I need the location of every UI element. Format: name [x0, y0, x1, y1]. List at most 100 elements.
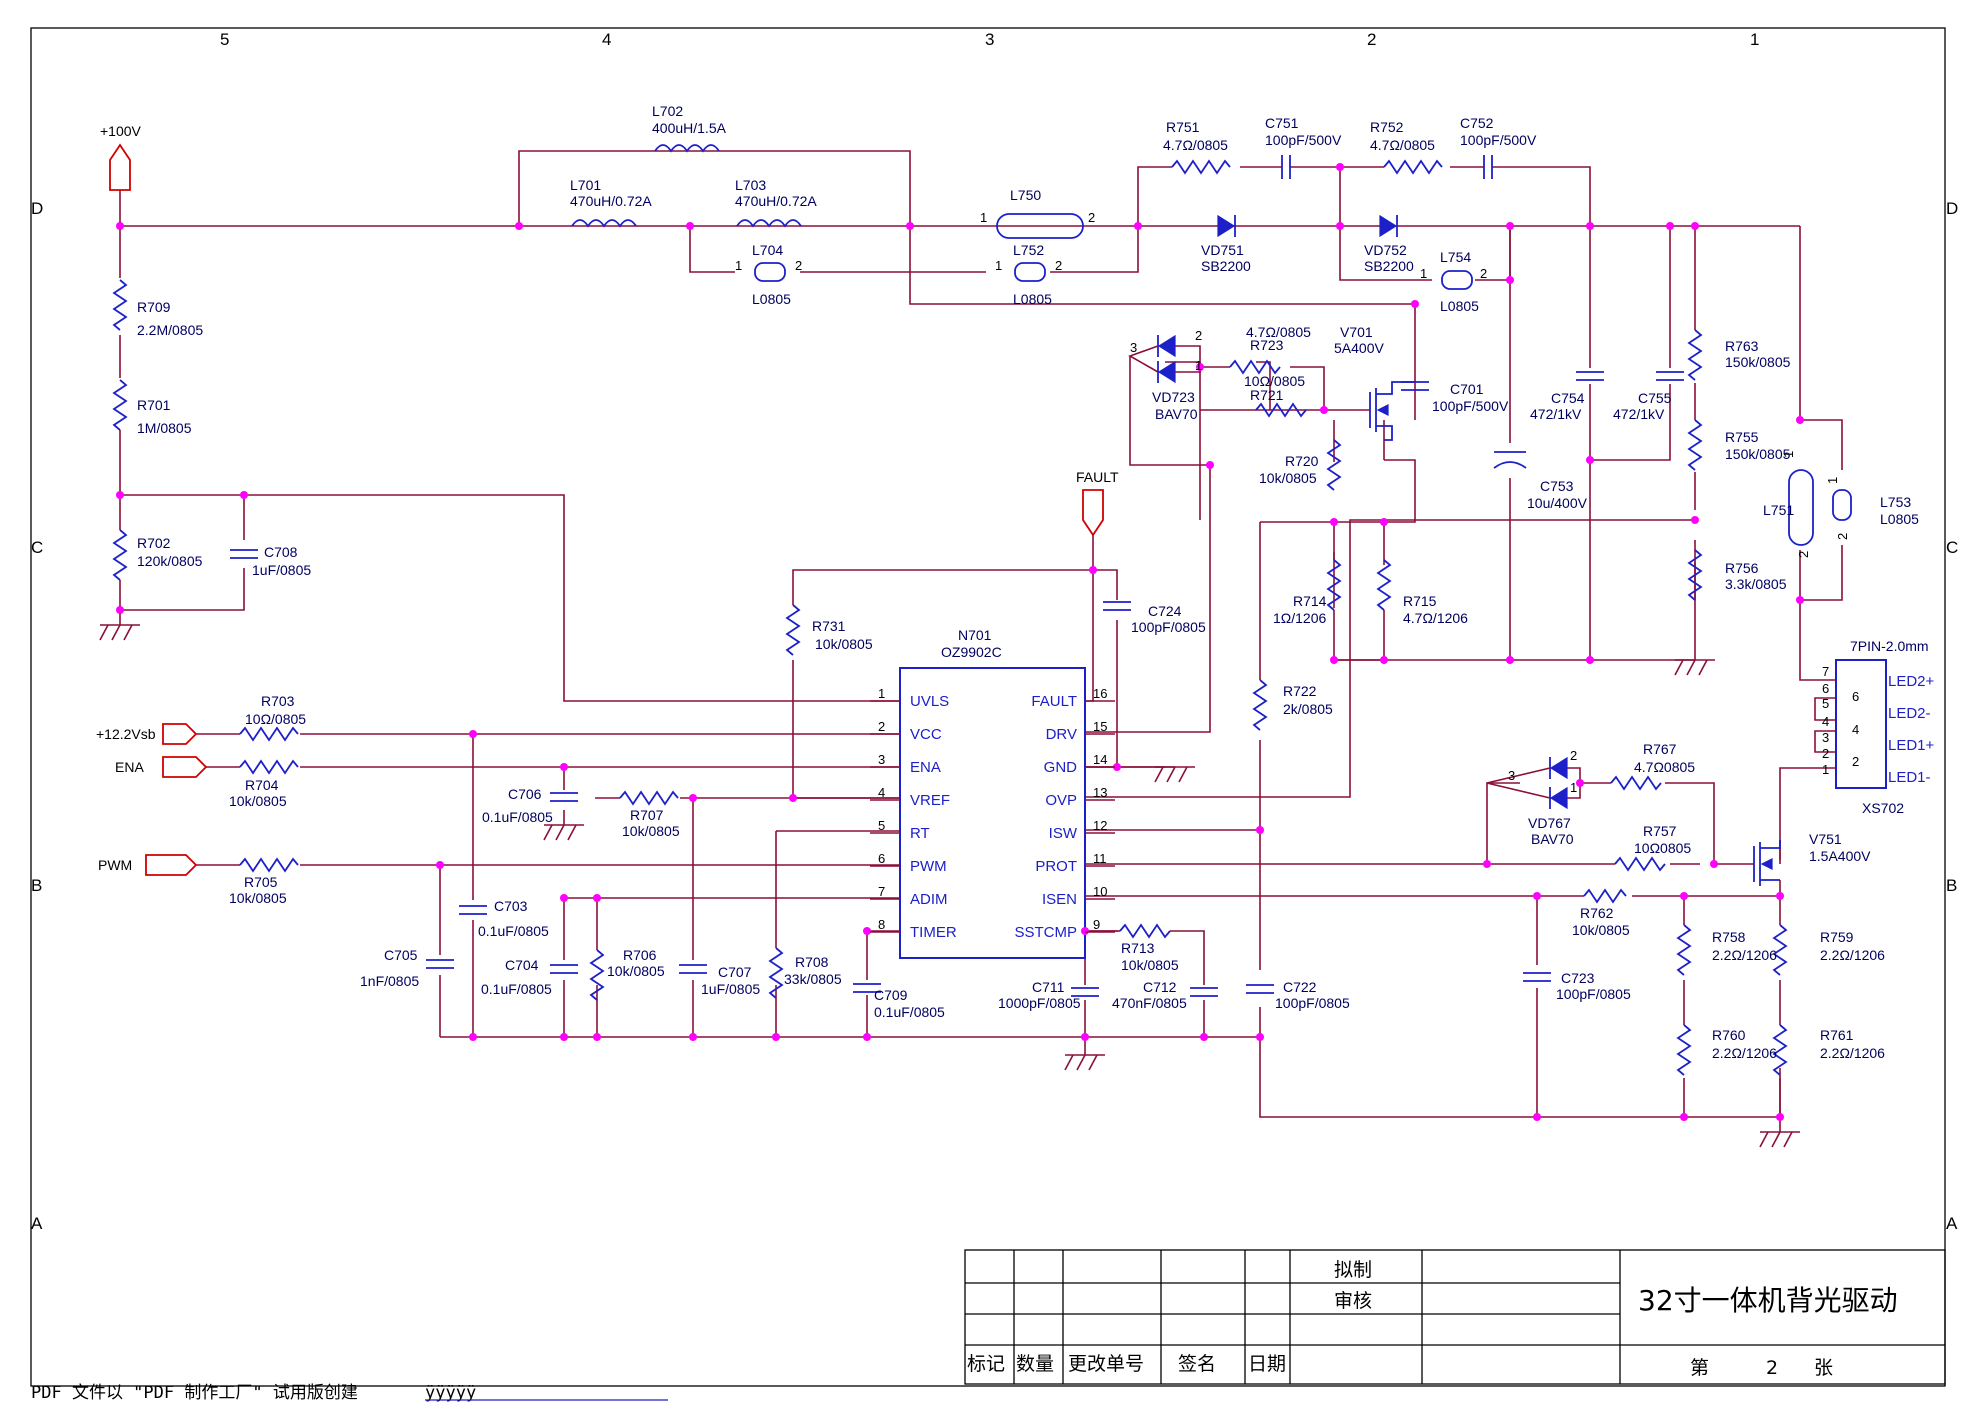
svg-text:L704: L704	[752, 242, 783, 258]
ic-pin-name: VCC	[910, 726, 942, 743]
svg-text:10Ω0805: 10Ω0805	[1634, 840, 1691, 856]
ic-pin-number: 3	[878, 752, 885, 767]
svg-text:4: 4	[1852, 722, 1859, 737]
svg-text:472/1kV: 472/1kV	[1613, 406, 1665, 422]
svg-text:L0805: L0805	[1013, 291, 1052, 307]
l754-bead	[1441, 270, 1473, 290]
svg-text:VD767: VD767	[1528, 815, 1571, 831]
l703-coil	[736, 219, 802, 228]
diode-vd752	[1379, 214, 1398, 238]
r751-body	[1171, 159, 1231, 175]
r702-body	[112, 529, 128, 581]
svg-text:100pF/500V: 100pF/500V	[1265, 132, 1342, 148]
svg-text:R705: R705	[244, 874, 278, 890]
svg-text:L701: L701	[570, 177, 601, 193]
svg-text:6: 6	[1852, 689, 1859, 704]
l752-bead	[1014, 262, 1046, 282]
ic-pin-rt: 5 RT	[870, 818, 930, 842]
svg-text:SB2200: SB2200	[1364, 258, 1414, 274]
svg-text:1.5A400V: 1.5A400V	[1809, 848, 1871, 864]
svg-text:5: 5	[1822, 696, 1829, 711]
svg-text:R759: R759	[1820, 929, 1854, 945]
svg-text:L0805: L0805	[1440, 298, 1479, 314]
ic-n701-body	[899, 667, 1086, 959]
svg-text:C752: C752	[1460, 115, 1494, 131]
ic-pin-number: 12	[1093, 818, 1107, 833]
ic-pin-name: PWM	[910, 858, 947, 875]
r706-body	[589, 949, 605, 1001]
svg-text:R731: R731	[812, 618, 846, 634]
svg-text:1uF/0805: 1uF/0805	[252, 562, 311, 578]
svg-text:R758: R758	[1712, 929, 1746, 945]
ic-pin-name: ISEN	[1042, 891, 1077, 908]
svg-text:R709: R709	[137, 299, 171, 315]
svg-text:BAV70: BAV70	[1155, 406, 1198, 422]
tb-draft: 拟制	[1334, 1259, 1372, 1281]
r767-body	[1610, 775, 1662, 791]
r713-body	[1119, 923, 1171, 939]
r720-body	[1326, 439, 1342, 491]
svg-text:150k/0805: 150k/0805	[1725, 446, 1791, 462]
ic-pin-name: OVP	[1045, 792, 1077, 809]
connector-labels: 7PIN-2.0mm XS702 6 4 2 7 6 5 4 3 2 1 LED…	[1822, 638, 1935, 816]
svg-text:4.7Ω/0805: 4.7Ω/0805	[1370, 137, 1435, 153]
cap-c752	[1483, 155, 1493, 179]
r701-body	[112, 379, 128, 431]
ic-pin-number: 9	[1093, 917, 1100, 932]
svg-text:470uH/0.72A: 470uH/0.72A	[735, 193, 817, 209]
svg-text:C707: C707	[718, 964, 752, 980]
svg-text:0.1uF/0805: 0.1uF/0805	[478, 923, 549, 939]
svg-text:C755: C755	[1638, 390, 1672, 406]
svg-text:4.7Ω/0805: 4.7Ω/0805	[1163, 137, 1228, 153]
svg-text:10k/0805: 10k/0805	[622, 823, 680, 839]
svg-text:2.2Ω/1206: 2.2Ω/1206	[1820, 947, 1885, 963]
svg-text:10u/400V: 10u/400V	[1527, 495, 1588, 511]
pdf-footer: PDF 文件以 "PDF 制作工厂" 试用版创建 ÿÿÿÿÿ	[31, 1383, 668, 1402]
svg-text:1: 1	[1781, 451, 1796, 458]
svg-text:R721: R721	[1250, 387, 1284, 403]
ic-pin-number: 5	[878, 818, 885, 833]
svg-text:1: 1	[980, 210, 987, 225]
grid-row-C-right: C	[1946, 538, 1958, 557]
svg-text:1nF/0805: 1nF/0805	[360, 973, 419, 989]
tb-h-date: 日期	[1248, 1353, 1286, 1375]
svg-text:3: 3	[1130, 340, 1137, 355]
svg-text:R702: R702	[137, 535, 171, 551]
gnd-bottom	[1064, 1054, 1105, 1071]
svg-text:R715: R715	[1403, 593, 1437, 609]
grid-labels: 5 4 3 2 1 D C B A D C B A	[31, 30, 1958, 1233]
port-12v2sb	[162, 723, 198, 745]
svg-text:V701: V701	[1340, 324, 1373, 340]
tb-h-change: 更改单号	[1068, 1353, 1144, 1375]
ic-pin-name: RT	[910, 825, 930, 842]
r703-body	[239, 726, 299, 742]
ic-pin-sstcmp: 9 SSTCMP	[1014, 917, 1115, 941]
svg-text:4.7Ω/0805: 4.7Ω/0805	[1246, 324, 1311, 340]
ic-pin-name: ENA	[910, 759, 941, 776]
svg-text:C754: C754	[1551, 390, 1585, 406]
footer-link[interactable]: ÿÿÿÿÿ	[425, 1383, 476, 1402]
svg-text:R723: R723	[1250, 337, 1284, 353]
cap-c753	[1493, 451, 1527, 469]
svg-text:5A400V: 5A400V	[1334, 340, 1384, 356]
svg-text:R755: R755	[1725, 429, 1759, 445]
svg-text:1: 1	[1420, 266, 1427, 281]
port-fault	[1082, 489, 1104, 537]
svg-text:3.3k/0805: 3.3k/0805	[1725, 576, 1787, 592]
mosfet-v701	[1324, 381, 1415, 441]
svg-text:R722: R722	[1283, 683, 1317, 699]
svg-text:1: 1	[1570, 780, 1577, 795]
ic-pin-number: 7	[878, 884, 885, 899]
svg-text:0.1uF/0805: 0.1uF/0805	[481, 981, 552, 997]
ic-pin-name: SSTCMP	[1014, 924, 1077, 941]
r759-body	[1772, 924, 1788, 976]
svg-text:470uH/0.72A: 470uH/0.72A	[570, 193, 652, 209]
diode-vd723	[1128, 334, 1201, 384]
component-labels: L702 400uH/1.5A L701 470uH/0.72A L703 47…	[137, 103, 1919, 1061]
svg-text:10k/0805: 10k/0805	[229, 793, 287, 809]
r763-body	[1687, 329, 1703, 381]
